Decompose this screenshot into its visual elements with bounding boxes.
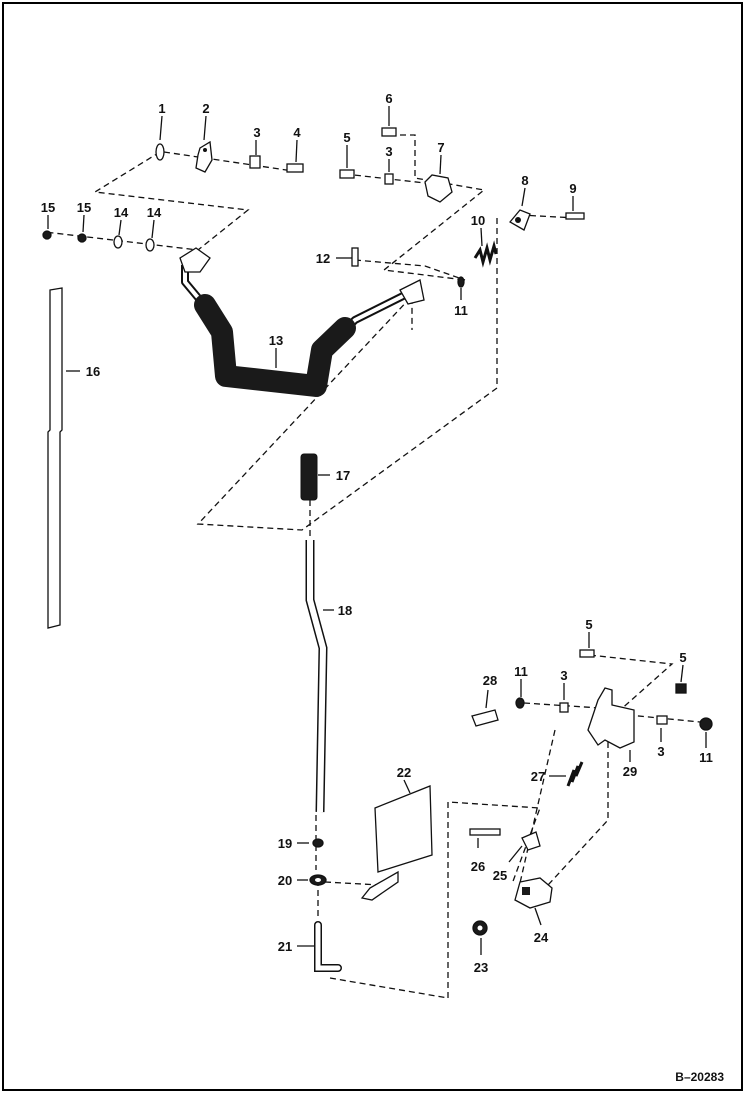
- part-pin-12: [351, 247, 359, 267]
- callout-5b: 5: [585, 617, 592, 632]
- part-bolt-5b: [579, 649, 595, 658]
- callout-1: 1: [158, 101, 165, 116]
- callout-10: 10: [471, 213, 485, 228]
- callout-26: 26: [471, 859, 485, 874]
- callout-8: 8: [521, 173, 528, 188]
- part-nut-11c: [699, 717, 713, 731]
- callout-3b: 3: [385, 144, 392, 159]
- part-nut-23: [472, 920, 488, 936]
- part-handlebar-13: [179, 247, 425, 397]
- part-spacer-3a: [249, 155, 261, 169]
- part-spring-10: [473, 240, 498, 268]
- part-bolt-4: [286, 163, 304, 173]
- callout-14b: 14: [147, 205, 162, 220]
- part-spring-27: [566, 761, 584, 787]
- callout-leaders: [47, 106, 707, 955]
- part-bolt-6: [381, 127, 397, 137]
- callout-24: 24: [534, 930, 549, 945]
- callout-23: 23: [474, 960, 488, 975]
- callout-17: 17: [336, 468, 350, 483]
- part-spacer-3d: [656, 715, 668, 725]
- part-strip-16: [47, 287, 63, 629]
- callout-11b: 11: [514, 664, 528, 679]
- callout-29: 29: [623, 764, 637, 779]
- callout-20: 20: [278, 873, 292, 888]
- callout-7: 7: [437, 140, 444, 155]
- part-nut-11a: [457, 276, 465, 288]
- callout-3d: 3: [657, 744, 664, 759]
- callout-27: 27: [531, 769, 545, 784]
- callout-25: 25: [493, 868, 507, 883]
- callout-11c: 11: [699, 750, 713, 765]
- callout-15a: 15: [41, 200, 55, 215]
- callout-6: 6: [385, 91, 392, 106]
- part-washer-20: [309, 874, 327, 886]
- part-pivot-8: [509, 209, 531, 231]
- callout-3c: 3: [560, 668, 567, 683]
- part-bolt-5a: [339, 169, 355, 179]
- part-spring-washer-14b: [145, 238, 155, 252]
- callout-18: 18: [338, 603, 352, 618]
- callout-16: 16: [86, 364, 100, 379]
- part-nut-5c: [675, 683, 687, 694]
- part-pin-9: [565, 212, 585, 220]
- assembly-dash-lines: [44, 134, 701, 999]
- callout-13: 13: [269, 333, 283, 348]
- part-pin-26: [469, 828, 501, 836]
- part-washer-1: [155, 143, 165, 161]
- drawing-reference: B–20283: [675, 1070, 724, 1084]
- part-spacer-3c: [559, 702, 569, 713]
- callout-12: 12: [316, 251, 330, 266]
- callout-4: 4: [293, 125, 301, 140]
- callout-11a: 11: [454, 303, 468, 318]
- part-nut-15b: [77, 233, 87, 243]
- part-lever-rod-18: [305, 540, 328, 813]
- callout-22: 22: [397, 765, 411, 780]
- part-washer-19: [312, 838, 324, 848]
- callout-3a: 3: [253, 125, 260, 140]
- part-spacer-3b: [384, 173, 394, 185]
- callout-28: 28: [483, 673, 497, 688]
- callout-2: 2: [202, 101, 209, 116]
- part-clamp-2: [195, 140, 213, 173]
- part-bracket-29: [587, 687, 635, 749]
- part-clamp-7: [424, 174, 453, 203]
- callout-labels: 1 2 3 4 5 6 3 7 8 9 15 15 14 14 10 12 11…: [41, 91, 713, 975]
- part-clevis-25: [521, 831, 541, 851]
- part-rod-21: [314, 921, 342, 972]
- callout-19: 19: [278, 836, 292, 851]
- part-plate-28: [471, 709, 499, 727]
- callout-9: 9: [569, 181, 576, 196]
- callout-15b: 15: [77, 200, 91, 215]
- part-nut-15a: [42, 230, 52, 240]
- part-plate-22: [360, 785, 433, 901]
- part-knob-17: [300, 453, 318, 501]
- part-nut-11b: [515, 697, 525, 709]
- callout-14a: 14: [114, 205, 129, 220]
- part-bracket-24: [514, 877, 553, 909]
- callout-21: 21: [278, 939, 292, 954]
- part-spring-washer-14a: [113, 235, 123, 249]
- callout-5a: 5: [343, 130, 350, 145]
- callout-5c: 5: [679, 650, 686, 665]
